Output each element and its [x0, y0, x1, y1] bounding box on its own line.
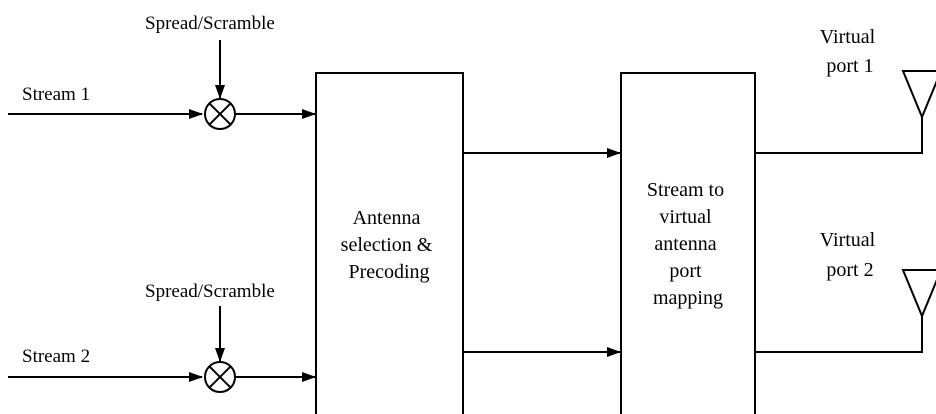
mapping-line-4: port — [669, 260, 702, 282]
precoding-block-label: Antenna selection & Precoding — [341, 207, 438, 283]
precoding-block — [315, 72, 464, 414]
port-mapping-block-label: Stream to virtual antenna port mapping — [647, 179, 729, 309]
port-1-feed-line — [755, 117, 923, 154]
precoding-line-2: selection & — [341, 234, 433, 256]
precoding-line-3: Precoding — [348, 261, 429, 283]
port-mapping-block — [620, 72, 756, 414]
mapping-line-1: Stream to — [647, 179, 724, 201]
spread-scramble-label-1: Spread/Scramble — [145, 13, 275, 34]
virtual-port-1-line-2: port 1 — [826, 55, 873, 77]
mapping-line-2: virtual — [659, 206, 712, 228]
virtual-port-2-line-1: Virtual — [820, 229, 876, 251]
mapping-line-5: mapping — [653, 287, 723, 309]
antenna-icon-1 — [901, 70, 936, 120]
mixer-icon-2 — [204, 361, 236, 393]
spread-scramble-label-2: Spread/Scramble — [145, 281, 275, 302]
antenna-icon-2 — [901, 269, 936, 319]
mixer-icon-1 — [204, 98, 236, 130]
stream-2-label: Stream 2 — [22, 346, 90, 367]
virtual-port-1-label: Virtual port 1 — [820, 26, 880, 77]
virtual-port-2-label: Virtual port 2 — [820, 229, 880, 281]
precoding-line-1: Antenna — [353, 207, 421, 229]
virtual-port-1-line-1: Virtual — [820, 26, 876, 48]
stream-1-label: Stream 1 — [22, 84, 90, 105]
virtual-port-2-line-2: port 2 — [826, 259, 873, 281]
port-2-feed-line — [755, 316, 923, 353]
mapping-line-3: antenna — [654, 233, 716, 255]
